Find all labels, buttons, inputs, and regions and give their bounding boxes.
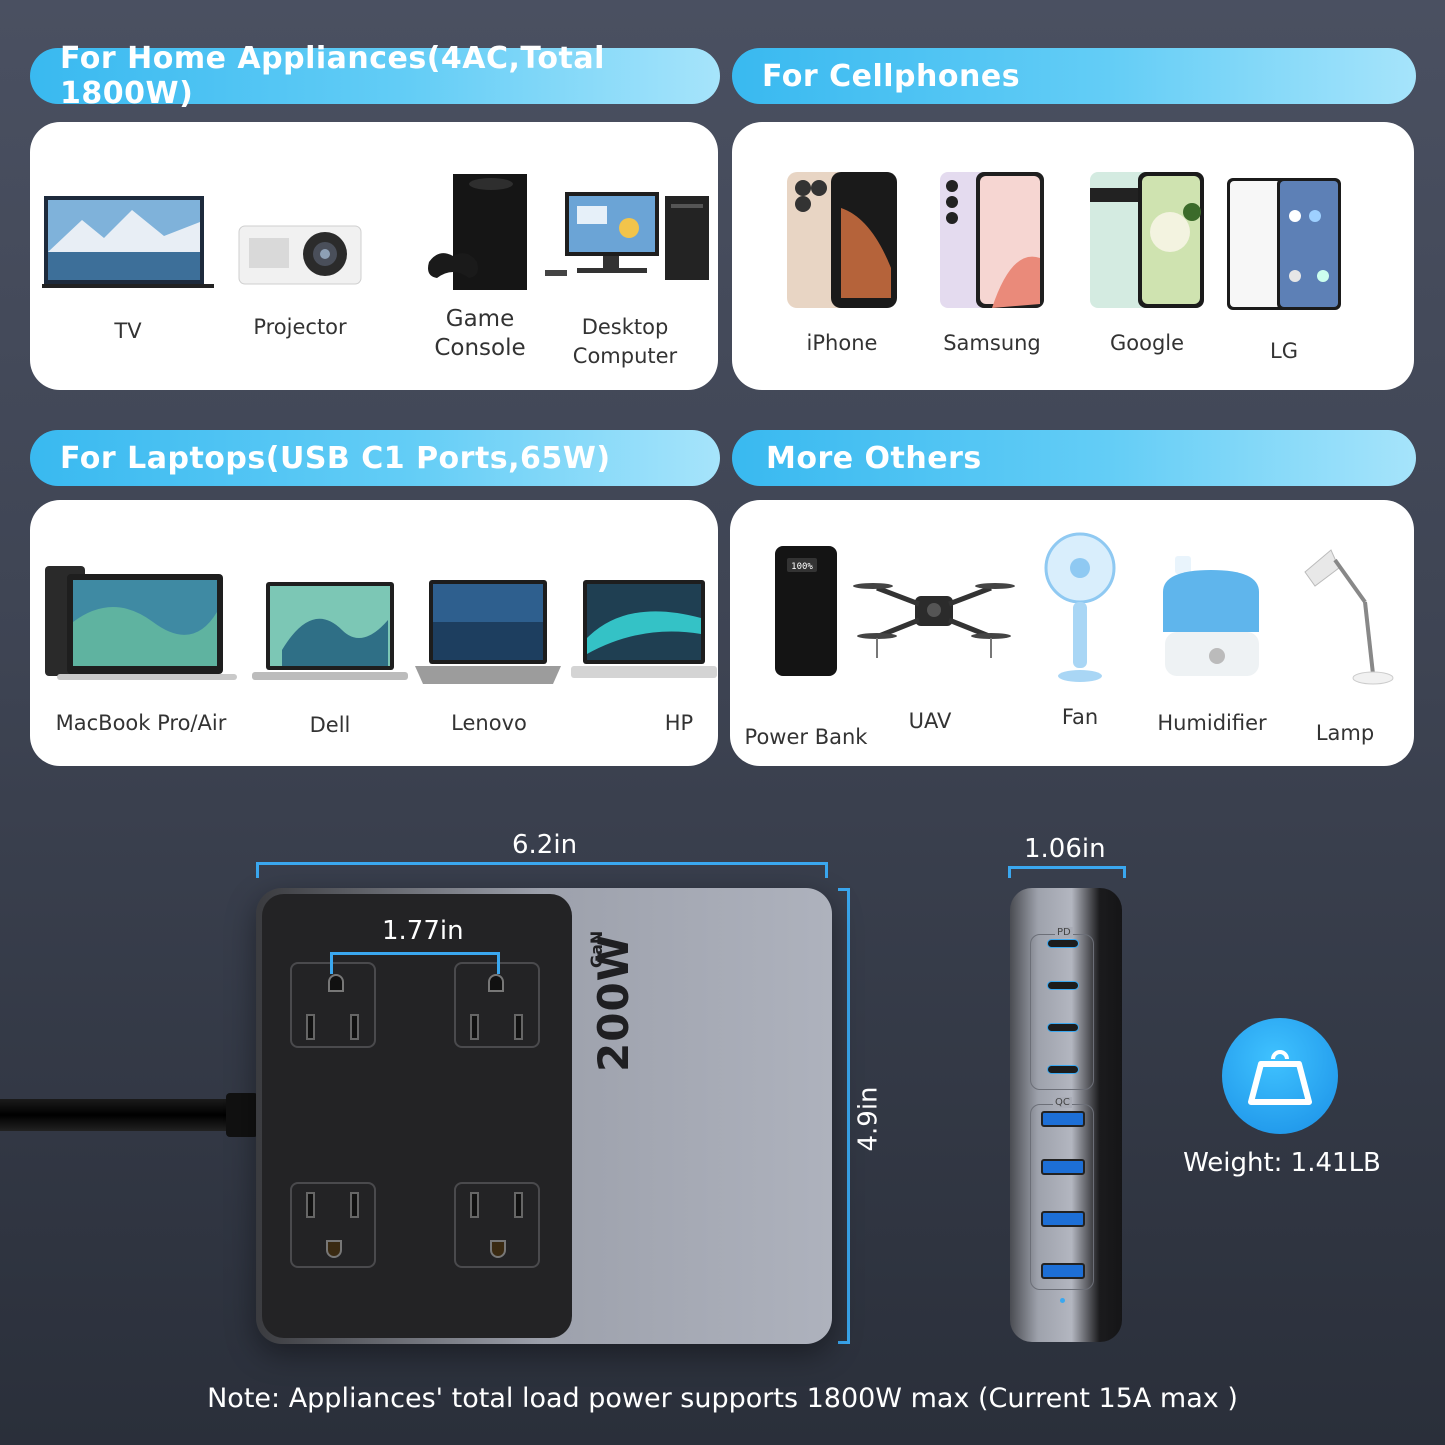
usb-a-port-3 [1041, 1211, 1085, 1227]
usb-a-port-2 [1041, 1159, 1085, 1175]
usb-a-port-4 [1041, 1263, 1085, 1279]
more-others-title: More Others [766, 440, 982, 476]
lenovo-label: Lenovo [451, 711, 527, 735]
usb-c-port-group: PD [1030, 927, 1094, 1090]
hp-label: HP [664, 711, 694, 735]
home-appliances-panel: TV Projector Game Console [30, 122, 718, 390]
lg-label: LG [1270, 339, 1298, 363]
game-console-image [428, 174, 527, 290]
home-appliances-title: For Home Appliances(4AC,Total 1800W) [60, 41, 605, 111]
tv-label: TV [114, 319, 142, 343]
hp-item: HP [570, 578, 718, 738]
fan-label: Fan [1061, 705, 1099, 729]
lamp-item: Lamp [1290, 542, 1400, 748]
home-appliances-banner: For Home Appliances(4AC,Total 1800W) [30, 41, 720, 111]
lamp-image [1304, 549, 1394, 685]
iphone-image [787, 172, 897, 308]
outlet-spacing-label: 1.77in [382, 916, 464, 946]
weight-label: Weight: 1.41LB [1183, 1148, 1381, 1178]
google-label: Google [1109, 331, 1185, 355]
desktop-computer-label: Desktop Computer [572, 315, 678, 368]
usb-c-port-2 [1047, 981, 1079, 990]
samsung-item: Samsung [922, 168, 1062, 358]
lg-image [1227, 178, 1341, 310]
usb-c-port-4 [1047, 1065, 1079, 1074]
desktop-computer-image [545, 192, 709, 280]
laptops-banner: For Laptops(USB C1 Ports,65W) [30, 430, 720, 486]
humidifier-item: Humidifier [1144, 552, 1280, 738]
iphone-item: iPhone [772, 168, 912, 358]
tv-image [42, 196, 214, 288]
uav-label: UAV [908, 709, 952, 733]
hp-image [571, 580, 717, 678]
lenovo-image [415, 580, 561, 684]
weight-badge [1222, 1018, 1338, 1134]
fan-item: Fan [1026, 530, 1134, 732]
power-bank-image: 100% [775, 546, 837, 676]
lg-item: LG [1222, 176, 1346, 366]
footer-note: Note: Appliances' total load power suppo… [207, 1383, 1238, 1414]
pd-label: PD [1055, 927, 1073, 938]
macbook-item: MacBook Pro/Air [36, 562, 246, 738]
cellphones-panel: iPhone Samsung Google [732, 122, 1414, 390]
power-bank-item: 100% Power Bank [736, 544, 876, 752]
ac-outlet-1 [290, 962, 376, 1048]
cellphones-title: For Cellphones [762, 58, 1021, 94]
usb-c-port-1 [1047, 939, 1079, 948]
tv-item: TV [42, 192, 214, 346]
google-item: Google [1072, 168, 1222, 358]
lenovo-item: Lenovo [414, 578, 564, 738]
width-dimension-line [256, 862, 828, 878]
game-console-label: Game Console [434, 306, 526, 361]
ac-outlet-2 [454, 962, 540, 1048]
power-cable [0, 1099, 240, 1131]
width-dimension-label: 6.2in [512, 830, 578, 860]
humidifier-image [1163, 556, 1259, 676]
height-dimension-label: 4.9in [853, 1086, 884, 1152]
outlet-panel [262, 894, 572, 1338]
power-indicator-led [1060, 1298, 1065, 1303]
desktop-computer-item: Desktop Computer [535, 188, 715, 371]
samsung-image [940, 172, 1044, 308]
more-others-panel: 100% Power Bank UAV Fan [730, 500, 1414, 766]
dell-item: Dell [250, 580, 410, 740]
laptops-panel: MacBook Pro/Air Dell Lenovo HP [30, 500, 718, 766]
fan-image [1044, 532, 1116, 682]
macbook-label: MacBook Pro/Air [55, 711, 227, 735]
depth-dimension-line [1008, 866, 1126, 878]
usb-a-port-1 [1041, 1111, 1085, 1127]
lamp-label: Lamp [1315, 721, 1375, 745]
uav-item: UAV [846, 574, 1022, 736]
humidifier-label: Humidifier [1157, 711, 1267, 735]
height-dimension-line [838, 888, 850, 1344]
more-others-banner: More Others [732, 430, 1416, 486]
macbook-image [45, 566, 237, 680]
projector-image [238, 225, 362, 285]
projector-label: Projector [253, 315, 347, 339]
brand-gan-text: GaN [587, 930, 606, 968]
iphone-label: iPhone [806, 331, 878, 355]
game-console-item: Game Console [405, 170, 555, 363]
ac-outlet-3 [290, 1182, 376, 1268]
uav-image [853, 583, 1015, 658]
svg-text:100%: 100% [791, 562, 813, 572]
cable-plug [226, 1093, 258, 1137]
qc-label: QC [1053, 1097, 1072, 1108]
brand-wattage: 200W GaN [587, 931, 638, 1072]
google-image [1090, 172, 1204, 308]
usb-c-port-3 [1047, 1023, 1079, 1032]
projector-item: Projector [230, 218, 370, 342]
depth-dimension-label: 1.06in [1024, 834, 1106, 864]
ac-outlet-4 [454, 1182, 540, 1268]
laptops-title: For Laptops(USB C1 Ports,65W) [60, 440, 611, 476]
cellphones-banner: For Cellphones [732, 48, 1416, 104]
usb-a-port-group: QC [1030, 1097, 1094, 1290]
samsung-label: Samsung [943, 331, 1041, 355]
dell-image [252, 582, 408, 680]
power-bank-label: Power Bank [744, 725, 868, 749]
outlet-spacing-line [330, 952, 500, 974]
dell-label: Dell [309, 713, 351, 737]
weight-icon [1248, 1050, 1312, 1105]
